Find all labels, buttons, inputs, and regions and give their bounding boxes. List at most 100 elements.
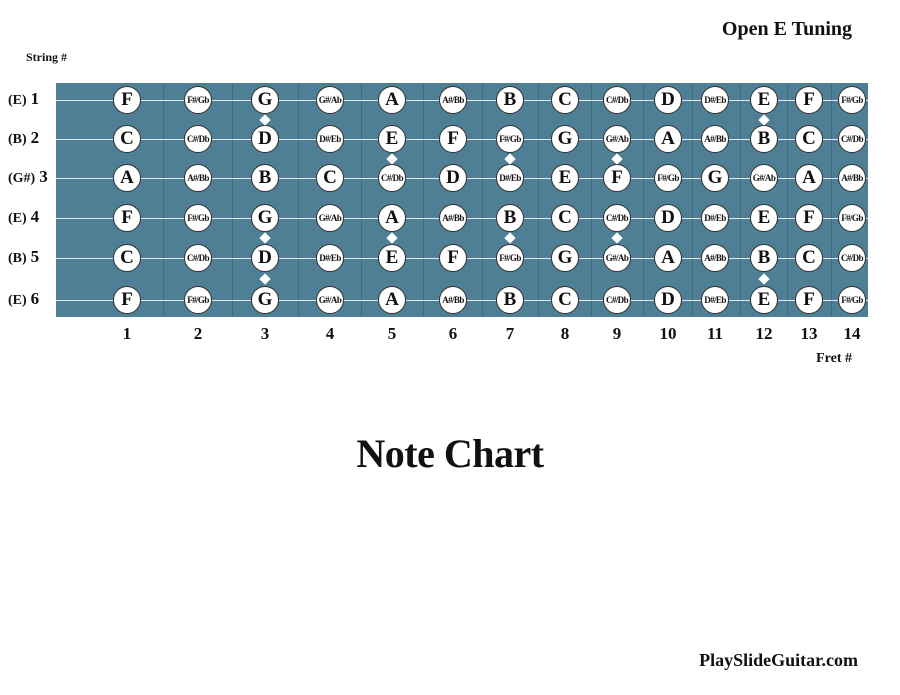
note-marker: C bbox=[551, 204, 579, 232]
fret-number-header: Fret # bbox=[816, 351, 852, 366]
note-marker: F bbox=[439, 244, 467, 272]
string-number: 1 bbox=[30, 89, 40, 108]
note-marker: C#/Db bbox=[378, 164, 406, 192]
string-tuning: (B) bbox=[8, 132, 27, 147]
fret-number: 6 bbox=[448, 324, 458, 343]
string-label: (G#)3 bbox=[8, 167, 48, 187]
note-marker: F bbox=[113, 86, 141, 114]
note-marker: G bbox=[551, 244, 579, 272]
note-marker: D bbox=[251, 244, 279, 272]
note-marker: B bbox=[496, 286, 524, 314]
fret-wire bbox=[691, 83, 693, 317]
note-marker: F#/Gb bbox=[184, 204, 212, 232]
fret-wire bbox=[361, 83, 362, 317]
fret-inlay-marker bbox=[611, 232, 623, 244]
note-marker: F bbox=[113, 286, 141, 314]
note-marker: D bbox=[439, 164, 467, 192]
note-marker: G bbox=[551, 125, 579, 153]
string-number: 5 bbox=[30, 247, 40, 266]
string-tuning: (E) bbox=[8, 293, 27, 308]
main-title: Note Chart bbox=[356, 431, 544, 476]
fret-wire bbox=[481, 83, 483, 317]
string-number: 6 bbox=[30, 289, 40, 308]
note-marker: E bbox=[378, 244, 406, 272]
note-marker: F#/Gb bbox=[838, 86, 866, 114]
note-marker: G#/Ab bbox=[603, 125, 631, 153]
note-marker: C#/Db bbox=[838, 125, 866, 153]
fret-number: 9 bbox=[612, 324, 622, 343]
fret-number: 5 bbox=[387, 324, 397, 343]
fret-inlay-marker bbox=[611, 152, 623, 165]
string-label: (E)1 bbox=[8, 89, 39, 109]
note-marker: F#/Gb bbox=[184, 286, 212, 314]
note-marker: A bbox=[113, 164, 141, 192]
note-marker: C#/Db bbox=[603, 204, 631, 232]
note-marker: D bbox=[654, 204, 682, 232]
fret-number: 7 bbox=[505, 324, 515, 343]
note-marker: A#/Bb bbox=[701, 125, 729, 153]
note-marker: C bbox=[551, 286, 579, 314]
fret-wire bbox=[537, 83, 539, 317]
note-marker: F#/Gb bbox=[184, 86, 212, 114]
note-marker: G#/Ab bbox=[316, 86, 344, 114]
note-marker: E bbox=[750, 204, 778, 232]
note-marker: F bbox=[795, 286, 823, 314]
note-marker: C#/Db bbox=[838, 244, 866, 272]
fret-inlay-marker bbox=[386, 232, 398, 244]
fret-wire bbox=[162, 83, 164, 317]
fret-wire bbox=[297, 83, 299, 317]
fret-inlay-marker bbox=[386, 152, 398, 165]
string-label: (E)6 bbox=[8, 289, 39, 309]
note-marker: A#/Bb bbox=[838, 164, 866, 192]
fret-number: 14 bbox=[843, 324, 861, 343]
fret-number: 12 bbox=[755, 324, 773, 343]
note-marker: D#/Eb bbox=[316, 244, 344, 272]
string-tuning: (B) bbox=[8, 251, 27, 266]
note-marker: A#/Bb bbox=[701, 244, 729, 272]
note-marker: F bbox=[795, 86, 823, 114]
fret-inlay-marker bbox=[259, 232, 271, 244]
note-marker: B bbox=[496, 204, 524, 232]
note-marker: F#/Gb bbox=[838, 204, 866, 232]
note-marker: C bbox=[795, 244, 823, 272]
string-label: (B)5 bbox=[8, 247, 39, 267]
note-marker: C bbox=[551, 86, 579, 114]
note-marker: F#/Gb bbox=[496, 244, 524, 272]
note-marker: D#/Eb bbox=[316, 125, 344, 153]
note-marker: D#/Eb bbox=[701, 204, 729, 232]
note-marker: F#/Gb bbox=[654, 164, 682, 192]
note-marker: B bbox=[251, 164, 279, 192]
note-marker: A#/Bb bbox=[439, 204, 467, 232]
fret-number: 1 bbox=[122, 324, 132, 343]
note-marker: G#/Ab bbox=[316, 204, 344, 232]
note-marker: F#/Gb bbox=[496, 125, 524, 153]
note-marker: D bbox=[251, 125, 279, 153]
tuning-title: Open E Tuning bbox=[721, 18, 852, 40]
note-marker: A#/Bb bbox=[184, 164, 212, 192]
fret-inlay-marker bbox=[259, 273, 271, 285]
note-marker: C bbox=[113, 125, 141, 153]
note-marker: A#/Bb bbox=[439, 286, 467, 314]
fret-wire bbox=[786, 83, 788, 317]
fret-wire bbox=[422, 83, 424, 317]
note-marker: C#/Db bbox=[184, 244, 212, 272]
note-marker: D#/Eb bbox=[496, 164, 524, 192]
note-marker: C#/Db bbox=[184, 125, 212, 153]
website-url[interactable]: PlaySlideGuitar.com bbox=[699, 650, 858, 670]
fret-wire bbox=[231, 83, 233, 317]
string-tuning: (E) bbox=[8, 93, 27, 108]
note-marker: G#/Ab bbox=[603, 244, 631, 272]
fret-wire bbox=[739, 83, 741, 317]
note-marker: G bbox=[251, 286, 279, 314]
string-number: 4 bbox=[30, 207, 40, 226]
fret-number: 11 bbox=[706, 324, 724, 343]
note-marker: E bbox=[551, 164, 579, 192]
note-marker: C bbox=[795, 125, 823, 153]
fret-number: 13 bbox=[800, 324, 818, 343]
note-marker: F bbox=[603, 164, 631, 192]
note-marker: C bbox=[113, 244, 141, 272]
string-tuning: (E) bbox=[8, 211, 27, 226]
fret-wire bbox=[830, 83, 832, 317]
string-number: 2 bbox=[30, 128, 40, 147]
